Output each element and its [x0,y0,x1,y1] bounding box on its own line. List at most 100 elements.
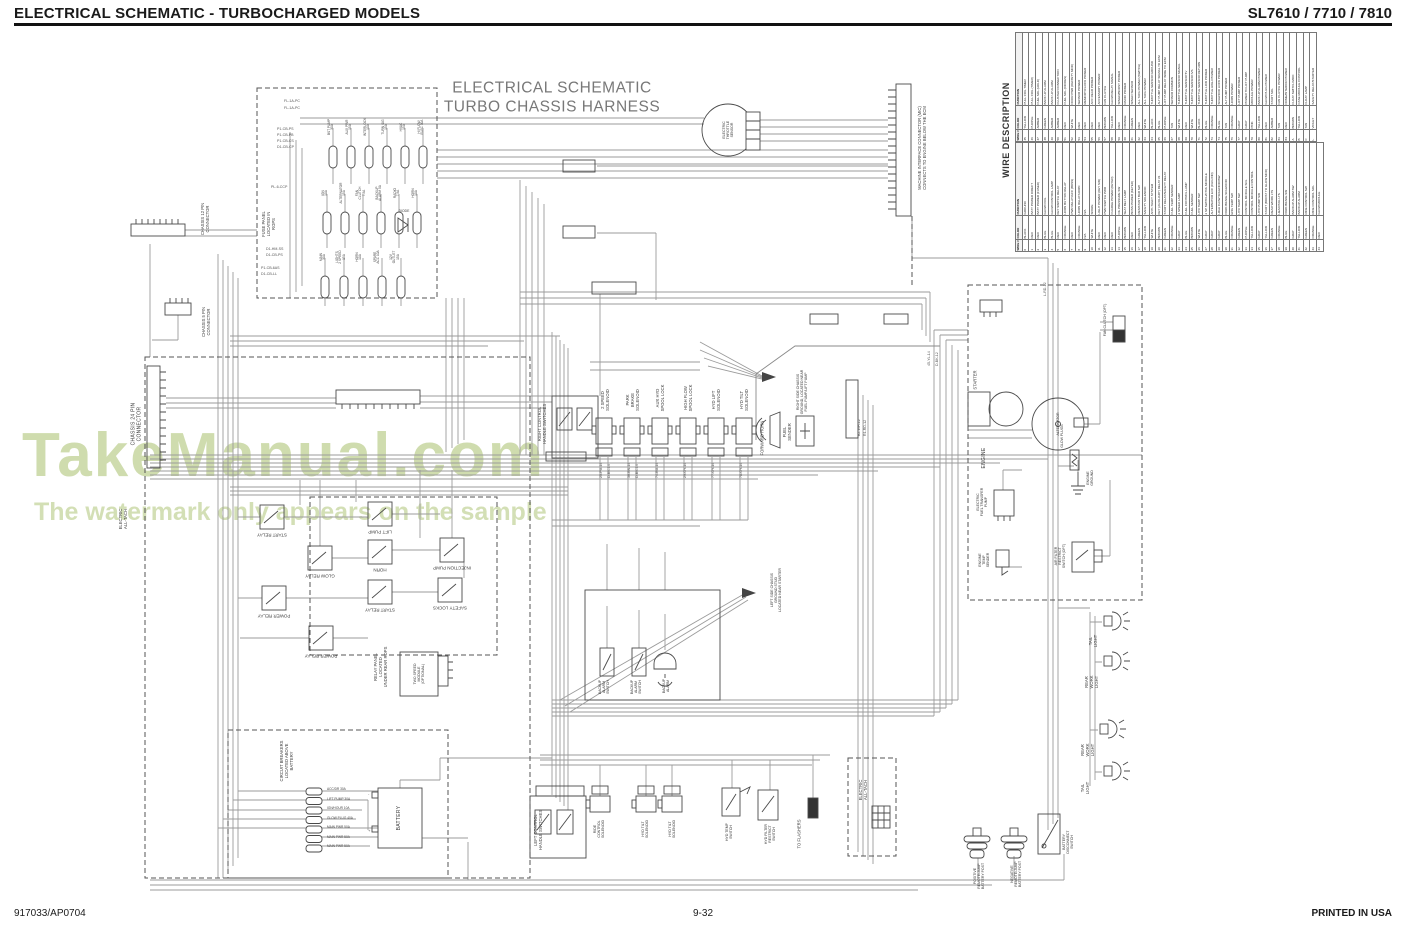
wire-tag: D-BK-14 [607,464,611,478]
col-header-function: FUNCTION [1015,142,1023,216]
breaker-label: MAIN PWR 50A [327,844,350,848]
model-numbers: SL7610 / 7710 / 7810 [1247,5,1392,22]
fuse-panel-box [256,87,438,299]
wire-tag: 25-PU-14 [599,463,603,478]
col-header-color: COLOR [1015,105,1023,130]
wire-tag: D1-CB-CP [277,145,295,149]
backup-alarm-bell [653,652,677,687]
right-handle-box [551,395,599,459]
rops-box [144,356,531,879]
cluster-connector [591,281,637,295]
alternator-symbol [1031,397,1085,451]
alltach-box [847,757,897,857]
hyd-tilt-solenoid-2 [661,795,683,813]
backup-alarm-box [584,589,721,701]
header-rule [14,23,1392,26]
wire-tag: D1-CB-LL [261,272,277,276]
wire-tag: 78-GY-14 [739,463,743,478]
printed-in: PRINTED IN USA [1311,908,1392,919]
harness-connector-a [809,313,839,325]
wire-tag: PL-6-CCP [271,185,288,189]
wire-tag: P1-CB-PS [277,127,294,131]
col-header-wire: WIRE # [1015,239,1023,252]
positive-post-symbol [963,827,991,859]
wire-tag: 45-YL-14 [927,351,931,366]
battery-minus: - [368,791,370,796]
wire-tag: D1-CB-PS [266,253,283,257]
battery-plus: + [368,828,371,833]
watermark-logo: TakeManual.com [22,421,546,490]
solenoid-row [591,417,757,457]
disconnect-switch-symbol [1037,813,1061,855]
wire-tag: P1-CB-6AS [261,266,280,270]
wire-tag: FL-1A-PC [284,99,300,103]
two-speed-module-box [399,651,439,697]
col-header-wire: WIRE # [1015,129,1023,142]
document-number: 917033/AP0704 [14,908,86,919]
watermark-note: The watermark only appears on the sample [34,498,547,526]
negative-post-symbol [1000,827,1028,859]
fuel-sender-symbol [795,415,815,447]
breaker-label: LIFT PUMP 30A [327,796,351,801]
alltach-connector [871,805,891,829]
console-connector [562,225,596,239]
wire-tag: D-BK-12 [935,352,939,366]
breaker-label: IGN/HOUR 10A [327,806,350,810]
col-header-function: FUNCTION [1015,32,1023,106]
ride-control-solenoid-symbol [589,795,611,813]
col-header-color: COLOR [1015,215,1023,240]
breaker-label: MAIN PWR 50A [327,834,350,839]
fuse-symbols [320,145,428,299]
harness-connector-c [845,379,859,439]
fuse-label: HORN 10A [410,188,418,198]
interior-harness-connector [335,389,421,405]
fuse-label: HI FLOW ELEC 30A [416,119,424,135]
